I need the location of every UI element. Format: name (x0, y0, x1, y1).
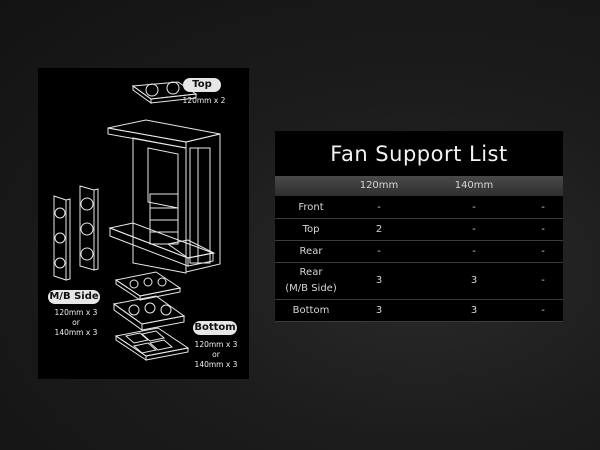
cell-140: - (472, 202, 476, 213)
row-label: Top (302, 224, 320, 235)
table-header-row: 120mm 140mm (275, 176, 563, 196)
cell-140: - (472, 246, 476, 257)
row-label: Rear (299, 267, 323, 278)
bottom-spec: 120mm x 3 or 140mm x 3 (188, 340, 244, 370)
side-spec-line: 120mm x 3 (54, 308, 98, 317)
cell-120: - (377, 246, 381, 257)
cell-other: - (541, 275, 545, 286)
cell-other: - (541, 246, 545, 257)
cell-120: - (377, 202, 381, 213)
cell-other: - (541, 202, 545, 213)
cell-120: 2 (375, 224, 383, 235)
table-row-top: Top 2 - - (275, 219, 563, 241)
table-row-rear: Rear - - - (275, 241, 563, 263)
row-label: Bottom (292, 305, 330, 316)
side-label: M/B Side (48, 290, 100, 304)
bottom-filter (114, 327, 190, 361)
side-spec-line: or (72, 318, 80, 327)
header-cell-140mm: 140mm (454, 180, 494, 191)
cell-140: 3 (470, 275, 478, 286)
table-row-rear-mb-side: Rear (M/B Side) 3 3 - (275, 263, 563, 300)
cell-140: 3 (470, 305, 478, 316)
row-label: Front (298, 202, 324, 213)
bottom-spec-line: 120mm x 3 (194, 340, 238, 349)
cell-other: - (541, 224, 545, 235)
top-spec-text: 120mm x 2 (182, 96, 226, 105)
top-fan-bracket (131, 81, 198, 104)
side-spec: 120mm x 3 or 140mm x 3 (46, 308, 106, 338)
case-illustration (53, 81, 221, 361)
side-fan-left (53, 195, 71, 281)
bottom-spec-line: or (212, 350, 220, 359)
bottom-fan-row-1 (114, 271, 182, 301)
side-spec-line: 140mm x 3 (54, 328, 98, 337)
bottom-label: Bottom (193, 321, 237, 335)
case-exploded-diagram: Top 120mm x 2 M/B Side 120mm x 3 or 140m… (38, 68, 249, 379)
top-spec: 120mm x 2 (180, 96, 228, 106)
table-row-front: Front - - - (275, 197, 563, 219)
cell-140: - (472, 224, 476, 235)
table-title: Fan Support List (330, 142, 508, 166)
case-body (107, 119, 221, 274)
row-label: Rear (299, 246, 323, 257)
fan-support-table: Fan Support List 120mm 140mm Front - - -… (275, 131, 563, 322)
cell-other: - (541, 305, 545, 316)
bottom-fan-row-2 (112, 295, 186, 331)
top-label: Top (183, 78, 221, 92)
side-fan-right (79, 185, 99, 271)
cell-120: 3 (375, 305, 383, 316)
header-cell-120mm: 120mm (359, 180, 399, 191)
row-label-sub: (M/B Side) (285, 283, 337, 294)
table-row-bottom: Bottom 3 3 - (275, 300, 563, 322)
bottom-spec-line: 140mm x 3 (194, 360, 238, 369)
cell-120: 3 (375, 275, 383, 286)
